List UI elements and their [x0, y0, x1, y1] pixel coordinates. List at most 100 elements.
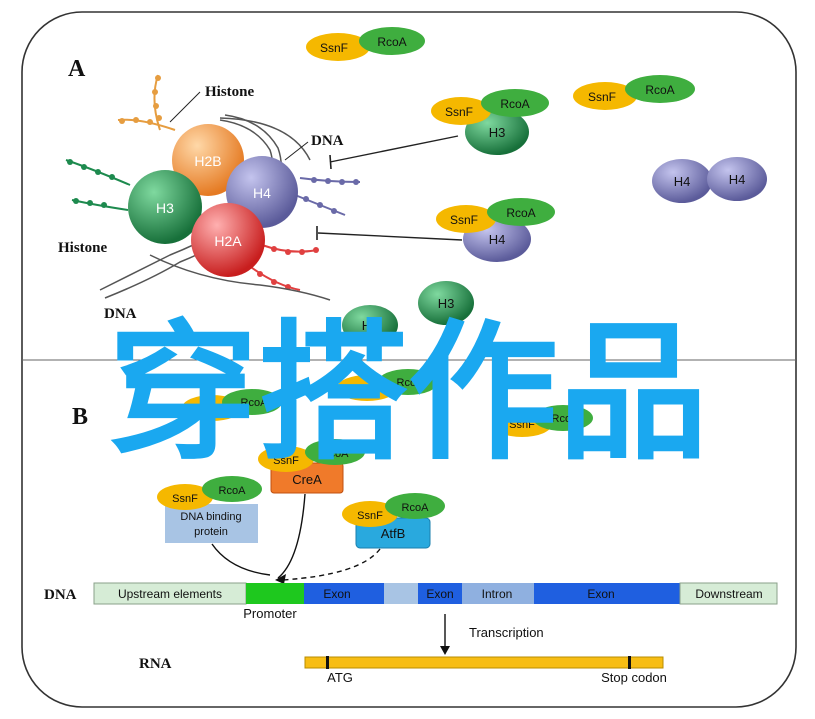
histone-label-top: Histone: [205, 84, 255, 100]
watermark-text: 穿搭作品: [108, 309, 708, 477]
ssnf-label: SsnF: [352, 383, 378, 395]
nucleosome: H2B H4 H3 H2A: [128, 124, 298, 277]
rcoa-ellipse: [202, 476, 262, 502]
intron-label: Intron: [482, 587, 513, 601]
rna-bar: [304, 656, 664, 669]
ssnf-label: SsnF: [588, 90, 616, 104]
free-h3-group: H3 H3: [342, 281, 474, 345]
dna-binding-label-2: protein: [194, 526, 228, 538]
ssnf-rcoa-h4-complex: H4 SsnF RcoA: [436, 198, 555, 262]
gap-segment: [384, 583, 418, 604]
faded-complex-1: SsnF RcoA: [182, 389, 282, 421]
ssnf-rcoa-complex-1: SsnF RcoA: [306, 27, 425, 61]
downstream-label: Downstream: [695, 587, 762, 601]
atg-label: ATG: [327, 670, 353, 685]
exon-segment-3: [534, 583, 680, 604]
ssnf-label: SsnF: [172, 493, 198, 505]
rcoa-ellipse: [359, 27, 425, 55]
upstream-label: Upstream elements: [118, 587, 222, 601]
ssnf-label: SsnF: [450, 213, 478, 227]
ssnf-label: SsnF: [357, 510, 383, 522]
h3-histone: [418, 281, 474, 325]
exon-segment-1: [304, 583, 384, 604]
inhibit-line-2: [317, 232, 463, 241]
ssnf-rcoa-complex-2: SsnF RcoA: [573, 75, 695, 110]
rcoa-label: RcoA: [241, 397, 269, 409]
h2b-label: H2B: [194, 153, 221, 169]
rcoa-label: RcoA: [219, 485, 247, 497]
ssnf-ellipse: [342, 501, 398, 527]
exon-label-3: Exon: [587, 587, 614, 601]
ssnf-ellipse: [306, 33, 370, 61]
rcoa-ellipse: [481, 89, 549, 117]
exon-label-1: Exon: [323, 587, 350, 601]
dna-row-label: DNA: [44, 587, 77, 603]
rcoa-label: RcoA: [397, 377, 425, 389]
stop-marker: [628, 656, 631, 669]
rcoa-label: RcoA: [552, 413, 580, 425]
panel-a-label: A: [68, 56, 86, 82]
exon-label-2: Exon: [426, 587, 453, 601]
crea-label: CreA: [292, 472, 322, 487]
rcoa-ellipse: [305, 439, 365, 465]
dna-label-bottom: DNA: [104, 306, 137, 322]
dna-label-top: DNA: [311, 133, 344, 149]
h4-label: H4: [674, 174, 691, 189]
arrow-dnabp-promoter: [211, 543, 271, 576]
rcoa-ellipse: [385, 493, 445, 519]
exon-segment-2: [418, 583, 462, 604]
rna-row-label: RNA: [139, 656, 172, 672]
ssnf-ellipse: [258, 446, 314, 472]
arrow-atfb-promoter: [281, 548, 381, 581]
atg-marker: [326, 656, 329, 669]
faded-complex-3: SsnF RcoA: [492, 405, 593, 437]
dna-binding-protein-box: [165, 504, 258, 543]
ssnf-rcoa-h3-complex: H3 SsnF RcoA: [431, 89, 549, 155]
h4-histone: [652, 159, 712, 203]
ssnf-label: SsnF: [273, 455, 299, 467]
h4-histone: [707, 157, 767, 201]
stop-codon-label: Stop codon: [601, 670, 667, 685]
h3-histone: [342, 305, 398, 345]
faded-complex-2: SsnF RcoA: [337, 369, 438, 401]
h2a-histone: [191, 203, 265, 277]
ssnf-label: SsnF: [509, 419, 535, 431]
ssnf-ellipse: [573, 82, 637, 110]
h2b-histone: [172, 124, 244, 196]
rcoa-ellipse: [487, 198, 555, 226]
ssnf-ellipse: [436, 205, 496, 233]
h3-label: H3: [489, 125, 506, 140]
crea-complex: CreA SsnF RcoA: [258, 439, 365, 494]
h3-label: H3: [362, 318, 379, 333]
rcoa-label: RcoA: [322, 448, 350, 460]
ssnf-label: SsnF: [199, 403, 225, 415]
ssnf-label: SsnF: [320, 41, 348, 55]
panel-b-label: B: [72, 404, 88, 430]
h4-dimer: H4 H4: [652, 157, 767, 203]
gene-structure: Upstream elements Exon Exon Intron Exon …: [93, 582, 778, 605]
h3-histone: [128, 170, 202, 244]
histone-tails: [65, 74, 361, 291]
atfb-complex: AtfB SsnF RcoA: [342, 493, 445, 549]
ssnf-label: SsnF: [445, 105, 473, 119]
h4-label: H4: [489, 232, 506, 247]
intron-segment: [462, 583, 534, 604]
rcoa-label: RcoA: [377, 35, 406, 49]
h4-label: H4: [729, 172, 746, 187]
ssnf-ellipse: [157, 484, 213, 510]
rcoa-label: RcoA: [500, 97, 529, 111]
rcoa-label: RcoA: [506, 206, 535, 220]
rcoa-label: RcoA: [402, 502, 430, 514]
dna-binding-protein-complex: DNA binding protein SsnF RcoA: [157, 476, 262, 543]
histone-label-left: Histone: [58, 240, 108, 256]
promoter-label: Promoter: [243, 606, 297, 621]
promoter-segment: [246, 583, 304, 604]
h4-label: H4: [253, 185, 271, 201]
rcoa-label: RcoA: [645, 83, 674, 97]
downstream-segment: [679, 582, 778, 605]
transcription-label: Transcription: [469, 625, 544, 640]
inhibit-line-1: [329, 135, 459, 163]
h3-label: H3: [156, 200, 174, 216]
arrow-crea-promoter: [277, 493, 306, 579]
h3-label: H3: [438, 296, 455, 311]
